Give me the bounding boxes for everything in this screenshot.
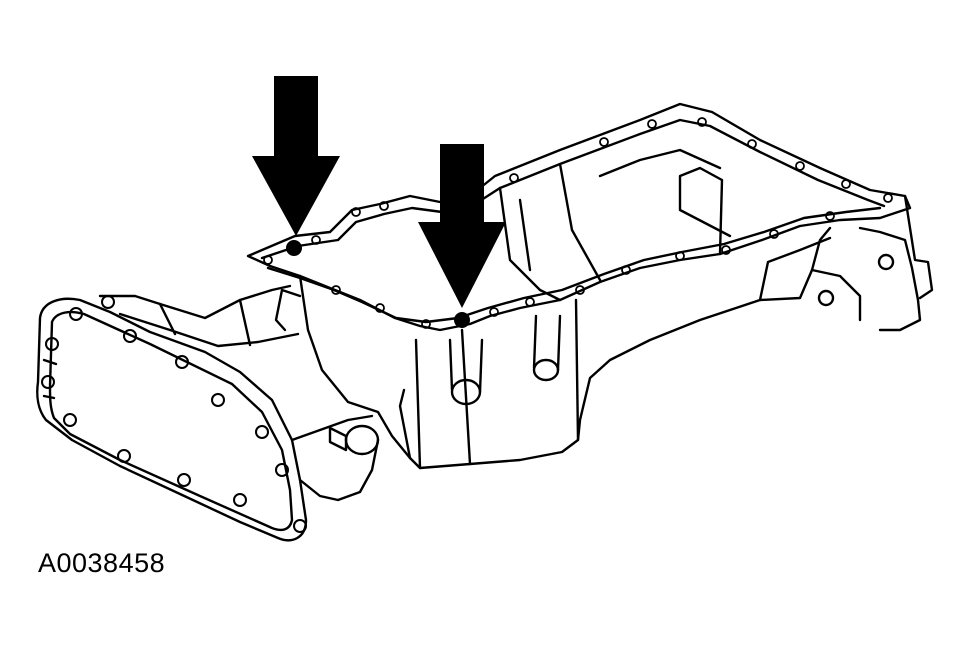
- figure-id-label: A0038458: [38, 548, 166, 578]
- highlighted-bolts: [286, 240, 470, 328]
- cover-bolts: [41, 295, 307, 533]
- arrow-center-icon: [418, 144, 506, 308]
- pan-body: [298, 148, 934, 470]
- pan-bosses: [274, 288, 562, 456]
- flange-bolt-holes: [263, 117, 893, 329]
- gasket-bolt-center: [454, 312, 470, 328]
- end-cover-plate: [36, 297, 308, 542]
- indicator-arrows: [252, 76, 506, 308]
- gasket-bolt-left: [286, 240, 302, 256]
- pan-gasket-flange: [246, 102, 912, 332]
- arrow-left-icon: [252, 76, 340, 236]
- cover-flange: [98, 284, 380, 502]
